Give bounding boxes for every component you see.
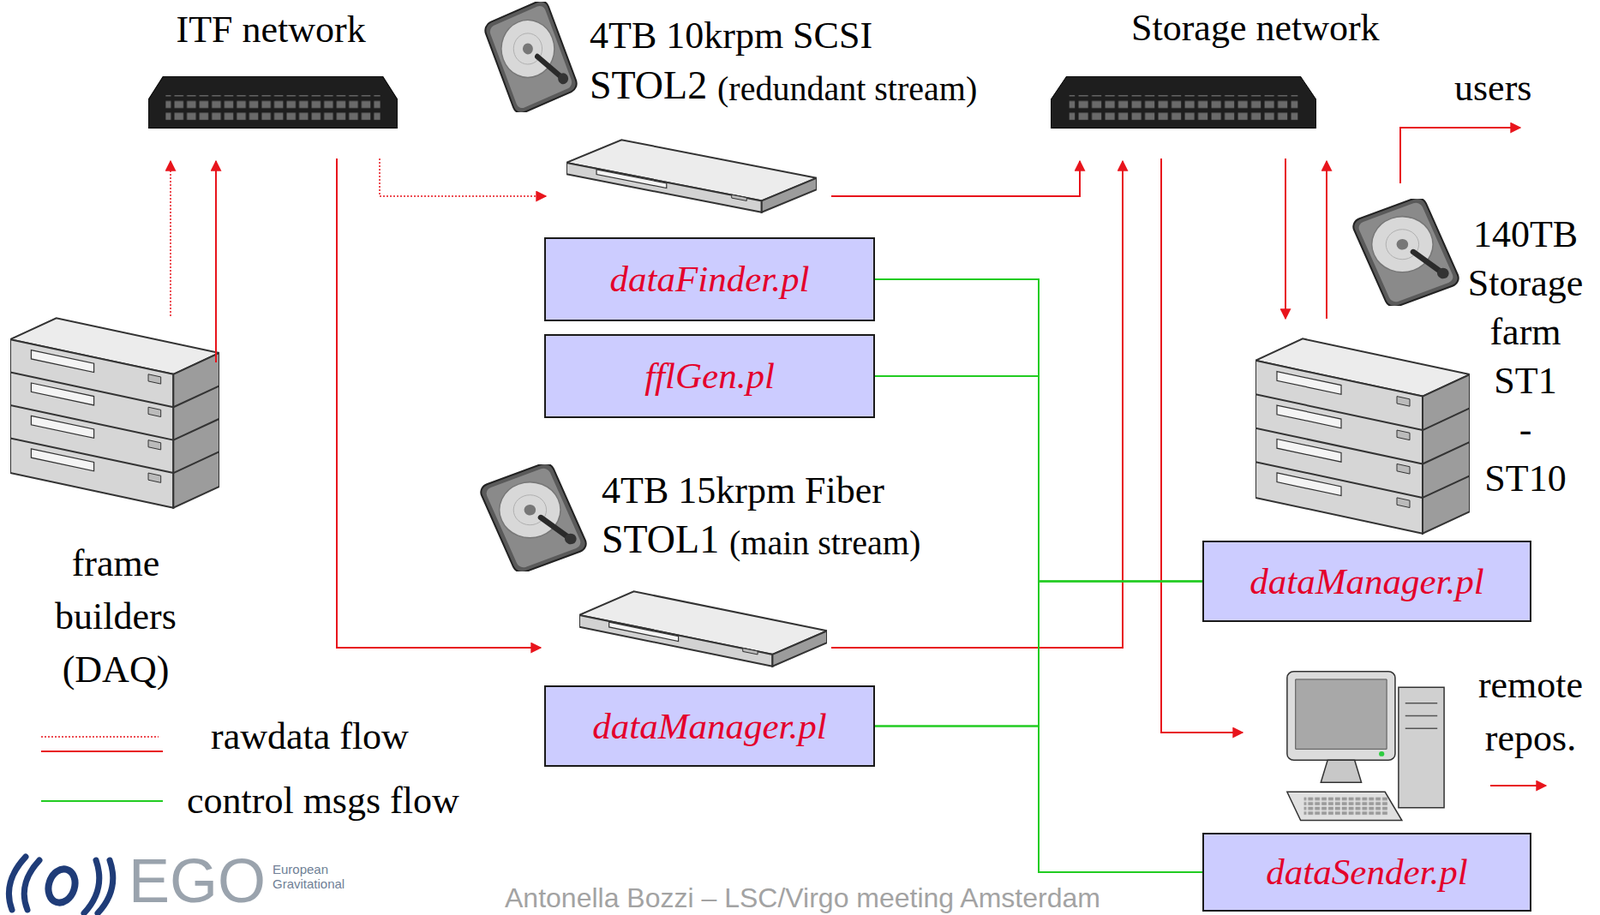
rawdata-arrow xyxy=(1400,127,1521,184)
rawdata-arrow xyxy=(169,161,172,317)
hard-disk-icon xyxy=(482,0,579,116)
script-box: dataManager.pl xyxy=(1202,540,1532,623)
disk-spec: 4TB 15krpm Fiber xyxy=(601,469,885,514)
control-link xyxy=(874,726,1203,874)
server-icon xyxy=(566,139,817,213)
legend-text: rawdata flow xyxy=(210,715,409,758)
legend-sample-green xyxy=(41,800,163,803)
legend-entry: rawdata flow xyxy=(210,715,409,760)
daq-label: frame builders (DAQ) xyxy=(12,537,219,697)
legend-sample-dotted xyxy=(41,736,159,738)
network-label: Storage network xyxy=(1131,6,1380,51)
script-box: dataFinder.pl xyxy=(544,237,875,322)
script-box: dataSender.pl xyxy=(1202,832,1532,912)
script-name: dataFinder.pl xyxy=(610,257,810,300)
stream-role: (redundant stream) xyxy=(717,69,977,109)
server-name: STOL1 xyxy=(601,517,720,564)
stream-role: (main stream) xyxy=(729,523,921,564)
hard-disk-icon xyxy=(1350,195,1462,310)
script-box: fflGen.pl xyxy=(544,334,875,419)
footer-credit: Antonella Bozzi – LSC/Virgo meeting Amst… xyxy=(504,882,1101,915)
legend-entry: control msgs flow xyxy=(186,779,460,824)
rawdata-arrow xyxy=(1284,158,1287,319)
network-switch xyxy=(148,76,398,129)
destination-label: remote repos. xyxy=(1466,659,1595,766)
server-icon xyxy=(579,591,827,666)
network-switch xyxy=(1050,76,1317,129)
rawdata-arrow xyxy=(1325,161,1328,319)
logo-wordmark: EGO xyxy=(128,850,266,912)
computer-icon xyxy=(1287,671,1445,821)
disk-spec: 4TB 10krpm SCSI xyxy=(589,14,873,59)
control-link xyxy=(874,376,1203,873)
logo-subtitle: European Gravitational xyxy=(272,862,359,892)
script-box: dataManager.pl xyxy=(544,685,875,768)
rawdata-arrow xyxy=(215,161,217,363)
rawdata-arrow xyxy=(1490,785,1547,787)
server-stack-icon xyxy=(10,317,220,508)
control-link xyxy=(874,279,1203,873)
legend-sample-solid xyxy=(41,750,163,753)
server-stack-icon xyxy=(1255,338,1470,534)
rawdata-arrow xyxy=(1161,158,1243,733)
legend-text: control msgs flow xyxy=(186,779,460,822)
rawdata-arrow xyxy=(831,161,1123,648)
script-name: fflGen.pl xyxy=(644,354,775,397)
network-label: ITF network xyxy=(176,8,366,53)
rawdata-arrow xyxy=(379,158,546,197)
rawdata-arrow xyxy=(831,161,1080,197)
script-name: dataManager.pl xyxy=(592,705,827,748)
script-name: dataSender.pl xyxy=(1265,850,1468,893)
hard-disk-icon xyxy=(478,461,589,576)
server-name: STOL2 xyxy=(589,63,708,109)
control-link xyxy=(874,581,1203,727)
ego-logo-mark xyxy=(8,856,113,914)
rawdata-arrow xyxy=(336,158,541,648)
destination-label: users xyxy=(1454,66,1532,111)
storage-farm-label: 140TB Storage farm ST1 - ST10 xyxy=(1456,209,1595,504)
script-name: dataManager.pl xyxy=(1249,560,1485,603)
